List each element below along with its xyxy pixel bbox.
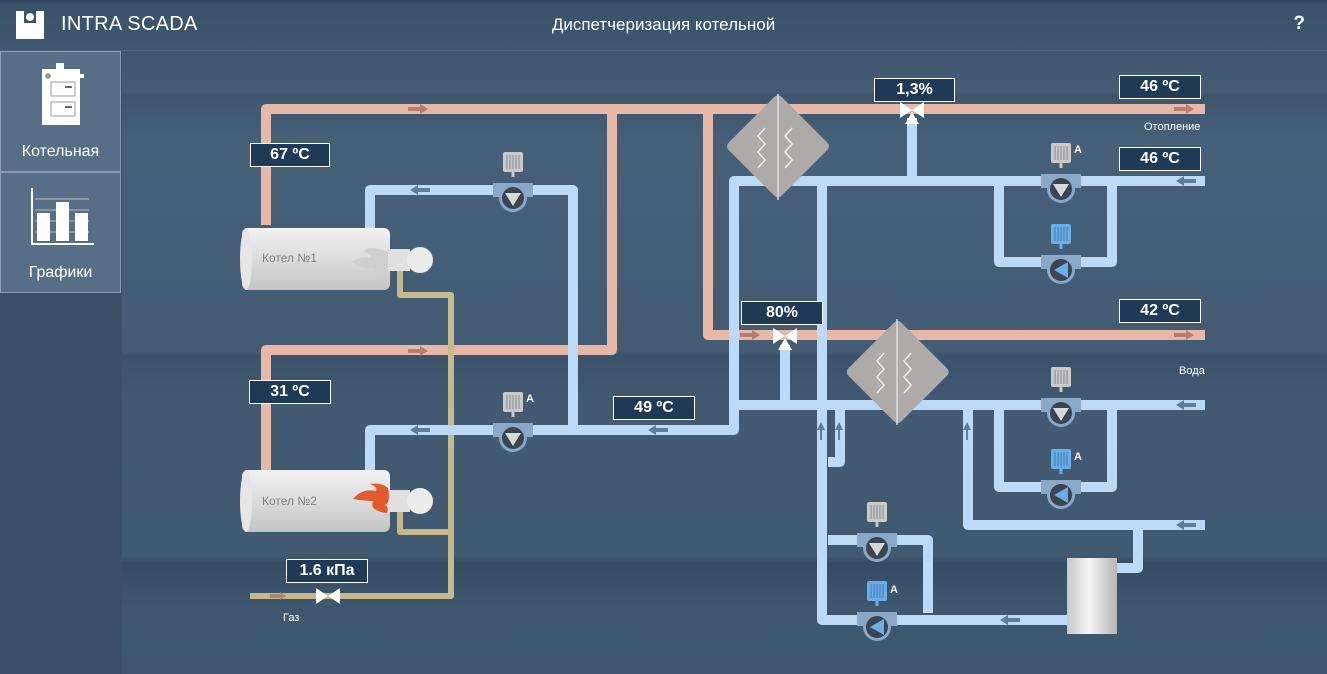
intra-logo-icon — [16, 11, 44, 39]
hot-flow-arrows — [408, 104, 1194, 356]
bar-chart-icon — [31, 188, 94, 245]
cold-pipes — [365, 118, 1205, 625]
heating-three-way-valve[interactable] — [900, 102, 924, 124]
diagram-area: 67 ºC 31 ºC 49 ºC 1.6 кПа 1,3% 46 ºC 46 … — [122, 51, 1327, 674]
storage-tank — [1067, 558, 1117, 634]
water-valve-opening-readout: 80% — [741, 301, 823, 325]
sidebar-item-label: Графики — [28, 264, 93, 281]
heating-supply-temp-readout: 46 ºC — [1119, 75, 1201, 99]
heat-exchanger-heating — [727, 94, 829, 200]
sidebar-item-label: Котельная — [21, 143, 100, 160]
boiler-1[interactable] — [240, 228, 433, 290]
pump-water-standby[interactable] — [1041, 448, 1081, 509]
boiler-schematic — [240, 94, 1205, 641]
boiler1-label: Котел №1 — [262, 251, 317, 265]
cold-flow-arrows — [410, 176, 1196, 625]
sidebar-item-charts[interactable]: Графики — [0, 172, 121, 293]
gas-valve[interactable] — [316, 588, 340, 604]
boiler1-supply-temp-readout: 67 ºC — [250, 143, 330, 167]
heating-return-temp-readout: 46 ºC — [1119, 147, 1201, 171]
heating-label: Отопление — [1144, 121, 1201, 133]
pump-auto-mark: A — [1074, 144, 1082, 156]
gas-flow-arrow — [270, 592, 286, 600]
app-title: INTRA SCADA — [61, 13, 198, 35]
boiler-icon — [42, 63, 84, 125]
hot-pipes — [261, 104, 1205, 470]
gas-label: Газ — [283, 612, 300, 624]
return-temp-readout: 49 ºC — [613, 396, 695, 420]
pump-heating-standby[interactable] — [1041, 223, 1081, 284]
water-three-way-valve[interactable] — [773, 328, 797, 350]
pump-recirc-main[interactable] — [857, 501, 897, 562]
sidebar: Котельная Графики — [0, 51, 122, 674]
heating-valve-opening-readout: 1,3% — [874, 78, 955, 102]
water-label: Вода — [1179, 365, 1205, 377]
page-title: Диспетчеризация котельной — [551, 15, 776, 34]
pump-recirc-standby[interactable] — [857, 580, 897, 641]
pump-heating-main[interactable] — [1041, 142, 1081, 203]
pump-auto-mark: A — [890, 584, 898, 596]
gas-pressure-readout: 1.6 кПа — [286, 559, 368, 583]
pump-auto-mark: A — [526, 393, 534, 405]
pump-boiler2[interactable] — [493, 391, 533, 452]
pump-water-main[interactable] — [1041, 366, 1081, 427]
flame-icon — [351, 248, 388, 274]
boiler2-supply-temp-readout: 31 ºC — [249, 380, 331, 404]
flame-icon — [353, 483, 389, 513]
pump-boiler1[interactable] — [493, 151, 533, 212]
water-supply-temp-readout: 42 ºC — [1119, 299, 1201, 323]
help-button[interactable]: ? — [1293, 13, 1305, 34]
sidebar-item-boiler-room[interactable]: Котельная — [0, 51, 121, 172]
boiler-2[interactable] — [240, 470, 433, 532]
heat-exchanger-water — [846, 319, 949, 425]
pump-auto-mark: A — [1074, 451, 1082, 463]
gas-pipe — [250, 270, 454, 599]
boiler2-label: Котел №2 — [262, 494, 317, 508]
top-bar: INTRA SCADA Диспетчеризация котельной ? — [0, 0, 1327, 51]
